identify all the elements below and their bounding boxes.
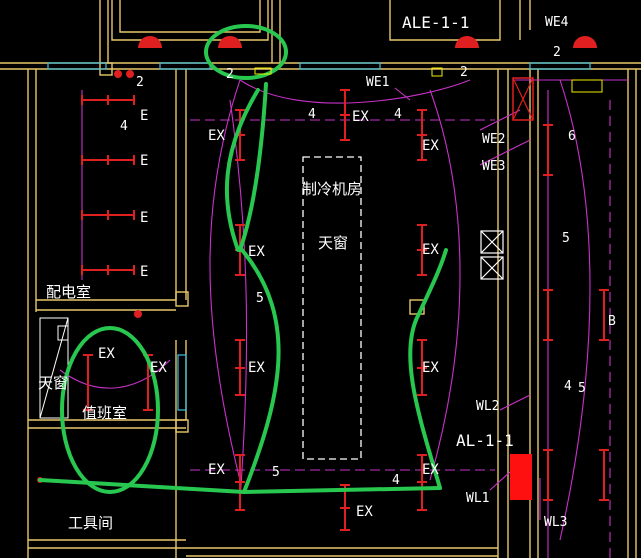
ex-label: EX: [98, 346, 115, 362]
circuit-we2: WE2: [482, 132, 505, 147]
circuit-wl2: WL2: [476, 399, 499, 414]
wire-count-label: 4: [392, 473, 400, 488]
wire-count-label: 4: [564, 379, 572, 394]
yellow-markers: [254, 67, 603, 93]
circuit-we4: WE4: [545, 15, 569, 30]
room-label-skylight: 天窗: [318, 234, 348, 252]
panel-label-ale: ALE-1-1: [402, 13, 469, 32]
wire-count-label: 2: [226, 67, 234, 82]
ex-label: EX: [150, 360, 167, 376]
ex-label: EX: [208, 128, 225, 144]
partial-label: B: [608, 314, 616, 329]
room-label-chiller: 制冷机房: [302, 180, 362, 198]
room-label-skylight-left: 天窗: [38, 374, 68, 392]
room-label-tool: 工具间: [68, 514, 113, 532]
we2-panel-box: [512, 77, 534, 121]
e-label: E: [140, 210, 148, 226]
ex-label: EX: [356, 504, 373, 520]
wire-count-label: 6: [568, 129, 576, 144]
al-1-1-panel: [510, 454, 532, 500]
chiller-room-skylight-outline: [302, 156, 362, 460]
emergency-light-domes: [37, 36, 597, 483]
wire-count-label: 5: [562, 231, 570, 246]
markup-annotations: [38, 24, 448, 495]
e-label: E: [140, 264, 148, 280]
circuit-we3: WE3: [482, 159, 505, 174]
junction-boxes: [480, 230, 504, 280]
ex-label: EX: [248, 360, 265, 376]
ex-label: EX: [422, 138, 439, 154]
wire-count-label: 5: [272, 465, 280, 480]
ex-label: EX: [422, 360, 439, 376]
ex-label: EX: [208, 462, 225, 478]
circuit-wl3: WL3: [544, 515, 567, 530]
e-label: E: [140, 108, 148, 124]
wire-count-label: 4: [120, 119, 128, 134]
e-label: E: [140, 153, 148, 169]
room-label-distribution: 配电室: [46, 283, 91, 301]
wire-count-label: 4: [308, 107, 316, 122]
ex-label: EX: [352, 109, 369, 125]
room-label-duty: 值班室: [82, 404, 127, 422]
wire-count-label: 2: [553, 45, 561, 60]
circuit-we1: WE1: [366, 75, 389, 90]
wire-count-label: 5: [578, 381, 586, 396]
windows: [47, 62, 591, 411]
wire-count-label: 5: [256, 291, 264, 306]
ex-label: EX: [248, 244, 265, 260]
panel-label-al: AL-1-1: [456, 431, 514, 450]
circuit-wl1: WL1: [466, 491, 489, 506]
wire-count-label: 2: [460, 65, 468, 80]
ex-label: EX: [422, 462, 439, 478]
ex-label: EX: [422, 242, 439, 258]
wire-count-label: 4: [394, 107, 402, 122]
wire-count-label: 2: [136, 75, 144, 90]
drawing-labels: 配电室 值班室 工具间 制冷机房 天窗 天窗 ALE-1-1 AL-1-1 WE…: [38, 13, 616, 532]
